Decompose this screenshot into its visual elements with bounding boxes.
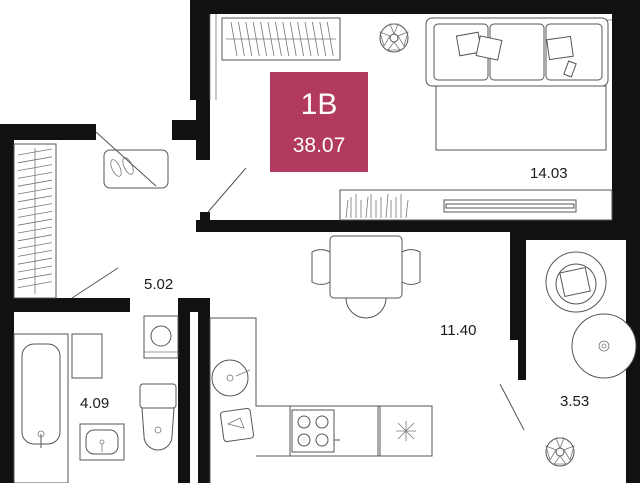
tv-stand: [339, 189, 613, 221]
room-labels: 14.03 11.40 5.02 4.09 3.53: [80, 165, 589, 412]
apartment-type: 1B: [301, 88, 338, 121]
apartment-badge: 1B 38.07: [270, 72, 368, 172]
room-area-bathroom: 4.09: [80, 395, 109, 412]
bath-mat: [71, 333, 103, 379]
plant-icon: [379, 23, 409, 53]
armchair: [545, 251, 607, 313]
bathroom-door: [71, 267, 119, 299]
round-table: [571, 313, 637, 379]
stove-icon: [291, 409, 340, 453]
dining-table: [311, 235, 421, 319]
wardrobe-top: [221, 17, 341, 61]
cutting-board: [219, 407, 255, 443]
room-area-hall: 5.02: [144, 276, 173, 293]
entrance-door: [95, 131, 157, 187]
sofa: [425, 17, 609, 151]
washbasin: [79, 423, 125, 461]
balcony-door: [499, 383, 525, 431]
kitchen-sink-icon: [211, 359, 251, 397]
balcony-plant-icon: [545, 437, 575, 467]
apartment-total-area: 38.07: [293, 134, 346, 157]
kitchen-counter: [209, 317, 433, 483]
living-door: [207, 167, 247, 213]
toilet-icon: [139, 383, 177, 451]
fridge-icon: [379, 405, 433, 457]
room-area-living: 14.03: [530, 165, 568, 182]
room-area-balcony: 3.53: [560, 393, 589, 410]
washing-machine: [143, 315, 179, 359]
wardrobe-left: [13, 143, 57, 299]
bathtub: [13, 333, 69, 483]
shoe-mat: [103, 149, 169, 189]
room-area-kitchen: 11.40: [440, 322, 476, 339]
